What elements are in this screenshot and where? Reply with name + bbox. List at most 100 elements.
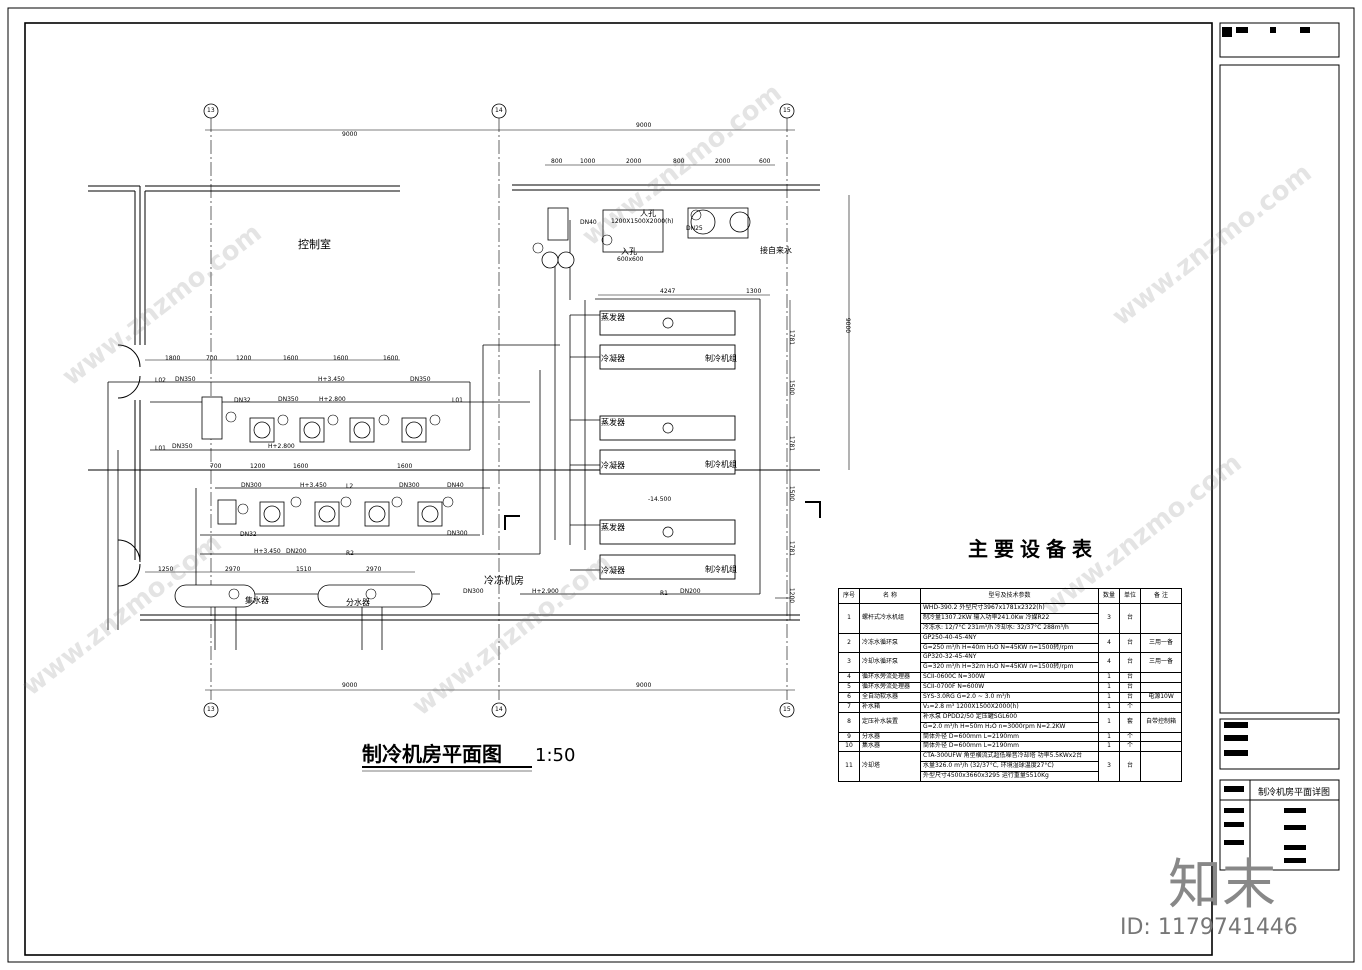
table-header: 名 称 bbox=[859, 588, 921, 604]
dim-label: 9000 bbox=[342, 682, 358, 689]
frame bbox=[7, 7, 1355, 963]
dim-label: 2000 bbox=[626, 158, 642, 165]
table-cell-note bbox=[1140, 701, 1182, 713]
table-cell-no: 3 bbox=[838, 652, 860, 674]
plan-scale: 1:50 bbox=[535, 745, 576, 766]
table-cell-spec: 制冷量1307.2KW 输入功率241.0Kw 冷媒R22 bbox=[920, 612, 1099, 624]
pipe-label: DN32 bbox=[234, 397, 251, 404]
table-cell-qty: 3 bbox=[1098, 603, 1120, 634]
distributor-label: 分水器 bbox=[346, 598, 370, 607]
dim-label: 800 bbox=[551, 158, 563, 165]
pipe-label: DN40 bbox=[447, 482, 464, 489]
table-cell-spec: 筒体外径 D=600mm L=2190mm bbox=[920, 741, 1099, 753]
table-cell-note bbox=[1140, 672, 1182, 684]
equipment-table-title: 主要设备表 bbox=[968, 537, 1098, 561]
condenser-2 bbox=[599, 449, 736, 475]
evaporator-label: 蒸发器 bbox=[601, 418, 625, 427]
table-cell-unit: 台 bbox=[1119, 603, 1141, 634]
dim-label: 700 bbox=[206, 355, 218, 362]
axis-label: 14 bbox=[495, 107, 503, 114]
table-cell-name: 分水器 bbox=[859, 731, 921, 743]
manhole-label: 人孔 bbox=[640, 209, 656, 218]
chiller-label: 制冷机组 bbox=[705, 460, 737, 469]
axis-lines bbox=[210, 118, 788, 700]
pipe-label: DN32 bbox=[240, 531, 257, 538]
table-header: 数量 bbox=[1098, 588, 1120, 604]
table-cell-spec: 水量326.0 m³/h (32/37°C, 环境湿球温度27°C) bbox=[920, 761, 1099, 773]
dim-label: 1781 bbox=[788, 540, 796, 557]
table-header: 序号 bbox=[838, 588, 860, 604]
collector-label: 集水器 bbox=[245, 596, 269, 605]
table-cell-unit: 台 bbox=[1119, 632, 1141, 654]
table-cell-spec: V₂=2.8 m³ 1200X1500X2000(h) bbox=[920, 701, 1099, 713]
dim-label: 1200 bbox=[788, 587, 796, 604]
pipe-label: DN40 bbox=[580, 219, 597, 226]
table-cell-unit: 台 bbox=[1119, 672, 1141, 684]
pipe-line-label: L01 bbox=[452, 397, 463, 404]
table-cell-note bbox=[1140, 751, 1182, 783]
table-cell-spec: 冷冻水: 12/7°C 231m³/h 冷却水: 32/37°C 288m³/h bbox=[920, 622, 1099, 634]
title-block-marks bbox=[1222, 27, 1310, 863]
pipe-line-label: L2 bbox=[346, 483, 354, 490]
dim-label: 1600 bbox=[293, 463, 309, 470]
number-markers bbox=[225, 209, 702, 600]
table-cell-no: 11 bbox=[838, 751, 860, 783]
table-header: 型号及技术参数 bbox=[920, 588, 1099, 604]
dim-label: 1600 bbox=[397, 463, 413, 470]
evaporator-2 bbox=[599, 415, 736, 441]
condenser-label: 冷凝器 bbox=[601, 354, 625, 363]
axis-label: 15 bbox=[783, 107, 791, 114]
table-cell-no: 5 bbox=[838, 682, 860, 694]
table-cell-unit: 个 bbox=[1119, 741, 1141, 753]
brand-logo: 知末 bbox=[1168, 853, 1276, 916]
image-id: ID: 1179741446 bbox=[1120, 915, 1298, 940]
dim-label: 1600 bbox=[333, 355, 349, 362]
title-underline bbox=[362, 766, 532, 772]
elev-label: H+3.450 bbox=[318, 376, 345, 383]
level-label: -14.500 bbox=[648, 496, 672, 503]
dim-label: 1300 bbox=[746, 288, 762, 295]
table-cell-spec: 外型尺寸4500x3660x3295 运行重量5510Kg bbox=[920, 771, 1099, 783]
elev-label: H+3.450 bbox=[300, 482, 327, 489]
table-cell-name: 螺杆式冷水机组 bbox=[859, 603, 921, 634]
table-cell-note bbox=[1140, 603, 1182, 634]
pipe-label: DN350 bbox=[175, 376, 196, 383]
table-cell-no: 1 bbox=[838, 603, 860, 634]
table-cell-spec: GP320-32-45-4NY bbox=[920, 652, 1099, 664]
table-cell-note: 电源10W bbox=[1140, 692, 1182, 703]
table-cell-name: 冷冻水循环泵 bbox=[859, 632, 921, 654]
elev-label: H+2.900 bbox=[532, 588, 559, 595]
dim-label: 9000 bbox=[636, 122, 652, 129]
pipe-label: DN350 bbox=[172, 443, 193, 450]
table-cell-unit: 台 bbox=[1119, 751, 1141, 783]
dim-label: 2000 bbox=[715, 158, 731, 165]
dim-label: 1200 bbox=[236, 355, 252, 362]
table-cell-unit: 台 bbox=[1119, 682, 1141, 694]
dim-label: 1500 bbox=[788, 485, 796, 502]
pipe-label: DN300 bbox=[447, 530, 468, 537]
table-cell-note: 三用一备 bbox=[1140, 652, 1182, 674]
elev-label: H+2.800 bbox=[268, 443, 295, 450]
table-cell-spec: 筒体外径 D=600mm L=2190mm bbox=[920, 731, 1099, 743]
table-header: 单位 bbox=[1119, 588, 1141, 604]
plan-title: 制冷机房平面图 bbox=[362, 742, 502, 766]
table-cell-note: 自带控制箱 bbox=[1140, 711, 1182, 733]
dim-label: 9000 bbox=[636, 682, 652, 689]
dim-label: 1781 bbox=[788, 329, 796, 346]
table-cell-name: 冷却水循环泵 bbox=[859, 652, 921, 674]
dim-label: 700 bbox=[210, 463, 222, 470]
evaporator-3 bbox=[599, 519, 736, 545]
pipe-label: DN350 bbox=[410, 376, 431, 383]
table-row: 外型尺寸4500x3660x3295 运行重量5510Kg bbox=[839, 771, 1182, 783]
inlet-label: 入孔 bbox=[621, 247, 637, 256]
inlet-size-label: 600x600 bbox=[617, 256, 644, 263]
table-cell-qty: 3 bbox=[1098, 751, 1120, 783]
axis-label: 15 bbox=[783, 706, 791, 713]
table-cell-spec: SYS-3.0RG G=2.0 ~ 3.0 m³/h bbox=[920, 692, 1099, 703]
